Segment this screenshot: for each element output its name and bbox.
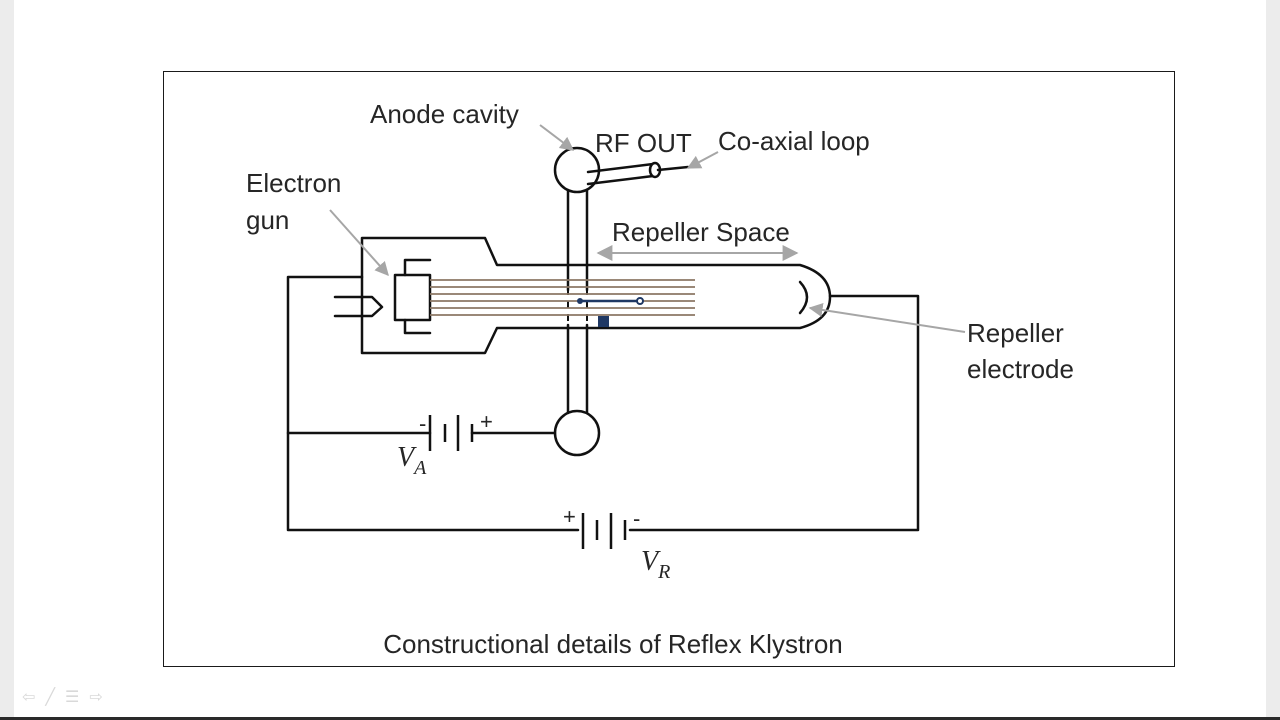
anode-cavity-bottom [553,409,601,457]
label-vr: VR [641,546,670,583]
arrow-electron-gun [329,209,389,277]
label-va: VA [397,442,427,479]
slide-frame [163,71,1175,667]
prev-arrow-icon[interactable]: ⇦ [22,689,36,706]
label-repeller-electrode-line2: electrode [967,354,1074,384]
coaxial-loop [586,162,655,186]
bottom-border [0,717,1280,720]
label-vr-minus: - [633,506,640,531]
label-rf-out: RF OUT [595,128,692,158]
selection-marker [577,297,644,327]
label-vr-plus: + [563,504,576,529]
label-va-minus: - [419,411,426,436]
coaxial-wire [656,165,690,172]
cathode-housing [403,258,432,335]
label-repeller-electrode-line1: Repeller [967,318,1064,348]
label-va-plus: + [480,409,493,434]
anode-cavity-top [553,146,601,194]
label-anode-cavity: Anode cavity [370,99,519,129]
arrow-repeller-electrode [808,303,966,333]
menu-icon[interactable]: ☰ [65,689,80,706]
diagram-caption: Constructional details of Reflex Klystro… [383,629,843,659]
arrow-coaxial-loop [686,151,719,169]
next-arrow-icon[interactable]: ⇨ [89,689,103,706]
label-electron-gun-line1: Electron [246,168,341,198]
cathode-body [393,273,432,322]
label-repeller-space: Repeller Space [612,217,790,247]
tube-envelope [360,236,832,355]
wire-gun-left [286,275,580,532]
wire-repeller-supply [628,294,920,532]
repeller-plate [798,280,809,315]
cathode-heater [333,295,384,318]
arrow-anode-cavity [539,124,575,151]
label-electron-gun-line2: gun [246,205,289,235]
pen-icon[interactable]: ╱ [45,689,56,706]
label-coaxial-loop: Co-axial loop [718,126,870,156]
right-side-band [1266,0,1280,720]
slide-nav-controls: ⇦ ╱ ☰ ⇨ [22,690,103,706]
left-side-band [0,0,14,720]
